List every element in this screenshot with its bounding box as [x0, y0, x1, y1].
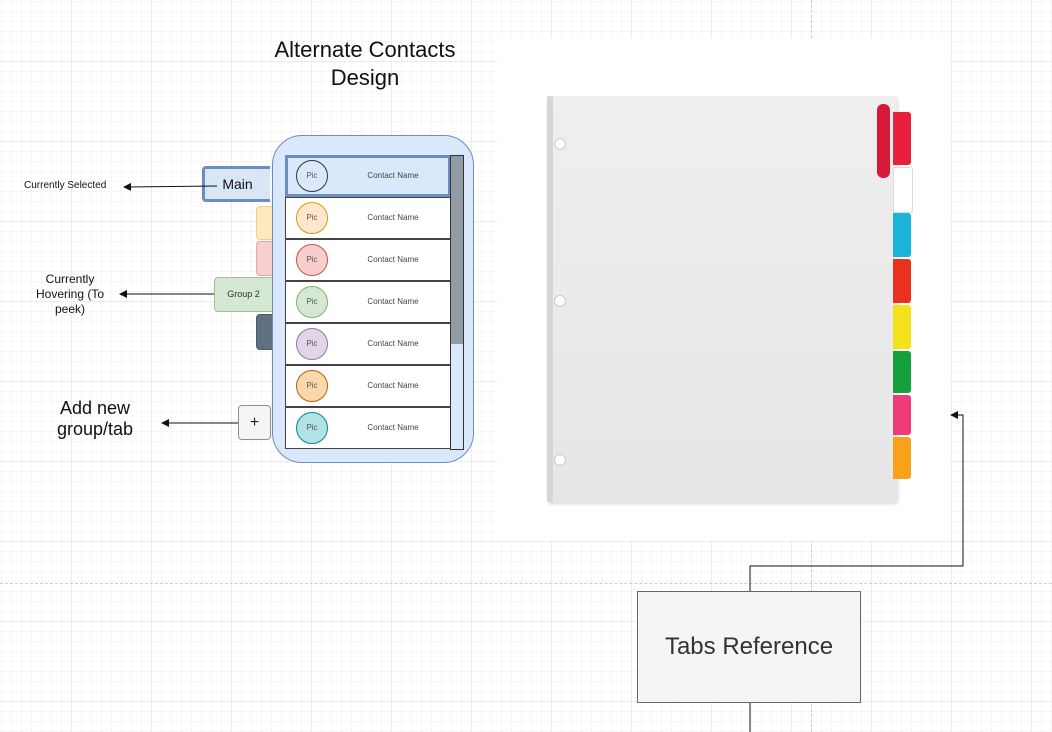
binder-divider-page [547, 96, 897, 502]
contact-name: Contact Name [367, 255, 419, 264]
contact-row[interactable]: Pic Contact Name [285, 323, 451, 365]
binder-hole [554, 295, 566, 307]
group-tab-red[interactable] [256, 241, 273, 276]
divider-tab [893, 305, 911, 349]
contact-row[interactable]: Pic Contact Name [285, 239, 451, 281]
binder-tab-clip [877, 104, 890, 178]
page-break-guide [0, 583, 1052, 584]
divider-tab [893, 259, 911, 303]
contact-pic: Pic [296, 160, 328, 192]
contact-name: Contact Name [367, 213, 419, 222]
tab-group-2-hover[interactable]: Group 2 [214, 277, 272, 312]
divider-tab [893, 167, 913, 213]
binder-hole [554, 138, 566, 150]
group-tab-orange[interactable] [256, 206, 273, 240]
tabs-reference-box: Tabs Reference [637, 591, 861, 703]
group-tab-slate[interactable] [256, 314, 273, 350]
contact-row[interactable]: Pic Contact Name [285, 281, 451, 323]
contact-pic: Pic [296, 202, 328, 234]
arrow-currently-selected [123, 182, 218, 191]
arrow-tabs-reference [749, 411, 964, 591]
divider-tab [893, 351, 911, 393]
add-tab-button[interactable]: + [238, 405, 271, 440]
contact-row[interactable]: Pic Contact Name [285, 197, 451, 239]
contact-pic: Pic [296, 370, 328, 402]
divider-tab [893, 395, 911, 435]
contact-pic: Pic [296, 328, 328, 360]
divider-tab [893, 437, 911, 479]
contact-name: Contact Name [367, 339, 419, 348]
contact-name: Contact Name [367, 171, 419, 180]
contact-row[interactable]: Pic Contact Name [285, 365, 451, 407]
binder-hole [554, 454, 566, 466]
contact-row[interactable]: Pic Contact Name [285, 407, 451, 449]
contact-name: Contact Name [367, 381, 419, 390]
contact-pic: Pic [296, 286, 328, 318]
contact-name: Contact Name [367, 297, 419, 306]
contact-pic: Pic [296, 244, 328, 276]
annotation-currently-hovering: Currently Hovering (To peek) [35, 272, 105, 316]
annotation-currently-selected: Currently Selected [24, 180, 107, 191]
contact-name: Contact Name [367, 423, 419, 432]
contact-row[interactable]: Pic Contact Name [285, 155, 451, 197]
divider-tab [893, 112, 911, 165]
divider-tab [893, 213, 911, 257]
annotation-add-new: Add new group/tab [56, 398, 134, 439]
contact-pic: Pic [296, 412, 328, 444]
diagram-title: Alternate Contacts Design [274, 37, 456, 90]
scrollbar-thumb[interactable] [451, 156, 463, 344]
tab-main-selected[interactable]: Main [202, 166, 270, 202]
